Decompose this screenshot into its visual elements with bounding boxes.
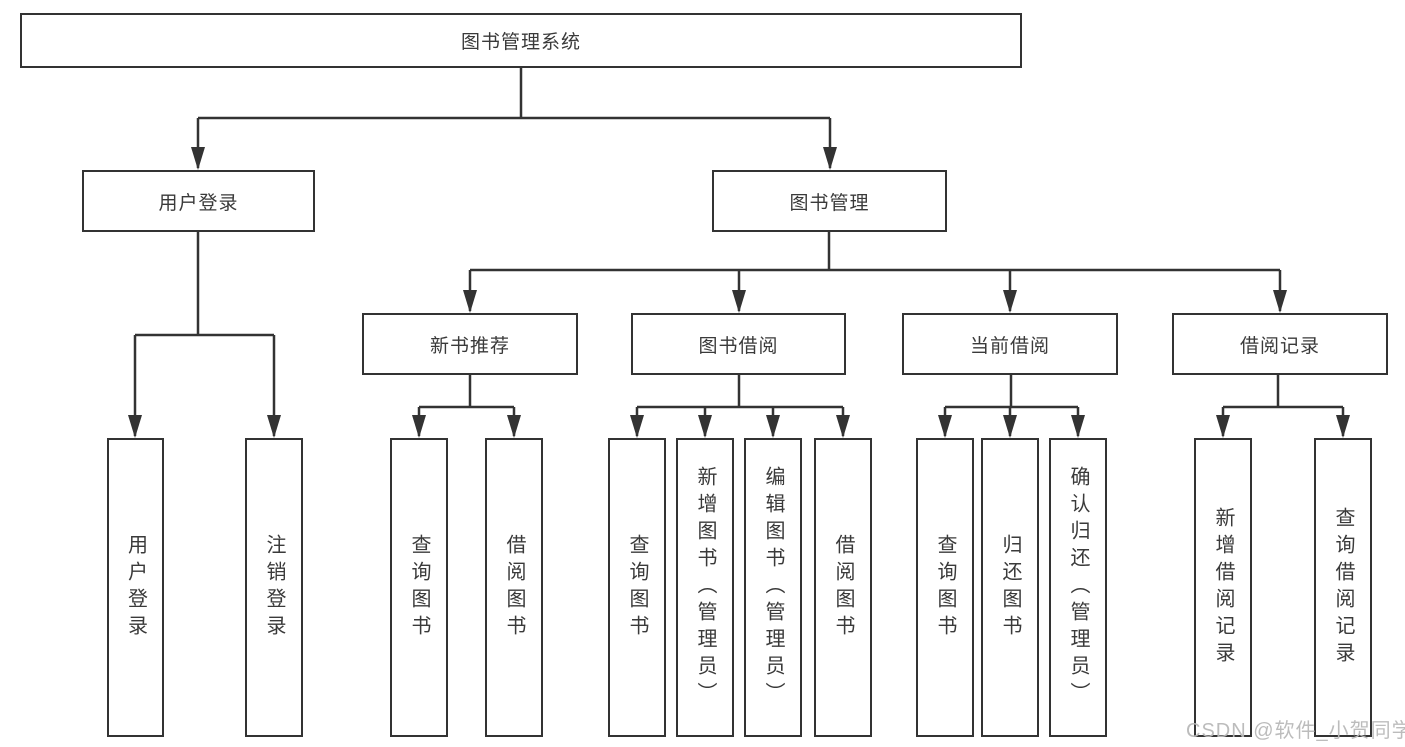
csdn-watermark: CSDN @软件_小贺同学 (1186, 720, 1405, 742)
leaf-return-books: 归还图书 (981, 438, 1039, 737)
leaf-borrow-books-1: 借阅图书 (485, 438, 543, 737)
leaf-add-borrow-record: 新增借阅记录 (1194, 438, 1252, 737)
node-book-borrow: 图书借阅 (631, 313, 846, 375)
leaf-edit-books-admin: 编辑图书（管理员） (744, 438, 802, 737)
node-borrow-records: 借阅记录 (1172, 313, 1388, 375)
node-current-borrow: 当前借阅 (902, 313, 1118, 375)
leaf-query-books-1: 查询图书 (390, 438, 448, 737)
arrowheads (128, 147, 1350, 438)
node-book-management-system: 图书管理系统 (20, 13, 1022, 68)
connector-paths (133, 68, 1345, 436)
leaf-add-books-admin: 新增图书（管理员） (676, 438, 734, 737)
leaf-query-borrow-record: 查询借阅记录 (1314, 438, 1372, 737)
node-book-management-branch: 图书管理 (712, 170, 947, 232)
leaf-query-books-2: 查询图书 (608, 438, 666, 737)
leaf-user-login: 用户登录 (107, 438, 164, 737)
leaf-query-books-3: 查询图书 (916, 438, 974, 737)
node-user-login-branch: 用户登录 (82, 170, 315, 232)
leaf-confirm-return-admin: 确认归还（管理员） (1049, 438, 1107, 737)
leaf-borrow-books-2: 借阅图书 (814, 438, 872, 737)
node-new-book-recommend: 新书推荐 (362, 313, 578, 375)
leaf-logout: 注销登录 (245, 438, 303, 737)
